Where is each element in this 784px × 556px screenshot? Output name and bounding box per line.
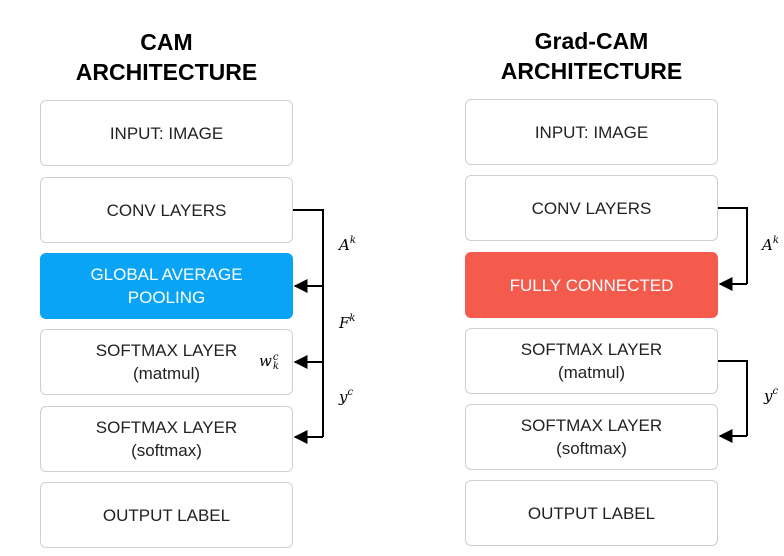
cam-conv-box: CONV LAYERS [40,177,293,243]
gradcam-output-box: OUTPUT LABEL [465,480,718,546]
cam-label-A: Ak [339,235,356,254]
cam-label-F: Fk [339,313,356,332]
cam-label-y: yc [339,387,354,406]
gradcam-softmax-matmul-box: SOFTMAX LAYER (matmul) [465,328,718,394]
cam-softmax-softmax-box: SOFTMAX LAYER (softmax) [40,406,293,472]
gradcam-conv-box: CONV LAYERS [465,175,718,241]
gradcam-title: Grad-CAM ARCHITECTURE [500,28,683,84]
cam-output-box: OUTPUT LABEL [40,482,293,548]
gradcam-bracket-upper [718,207,748,284]
gradcam-softmax-softmax-box: SOFTMAX LAYER (softmax) [465,404,718,470]
gradcam-bracket-lower [718,360,748,436]
gradcam-fc-box: FULLY CONNECTED [465,252,718,318]
cam-title: CAM ARCHITECTURE [75,29,258,85]
gradcam-label-A: Ak [762,235,779,254]
cam-input-box: INPUT: IMAGE [40,100,293,166]
gradcam-label-y: yc [764,386,779,405]
cam-gap-box: GLOBAL AVERAGE POOLING [40,253,293,319]
gradcam-input-box: INPUT: IMAGE [465,99,718,165]
cam-bracket-line [293,209,324,437]
cam-softmax-matmul-box: SOFTMAX LAYER (matmul) [40,329,293,395]
